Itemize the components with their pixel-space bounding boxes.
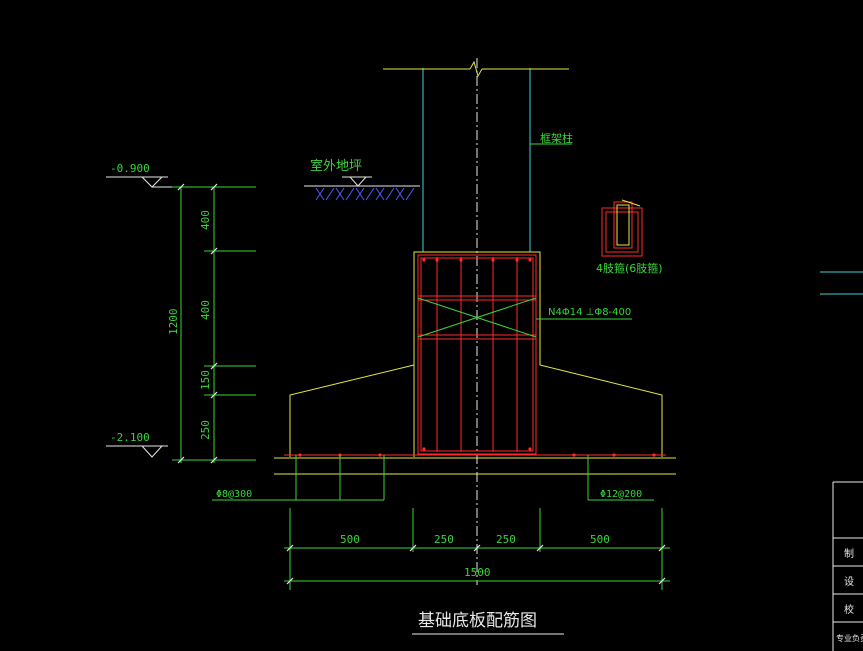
ground-label: 室外地坪	[310, 158, 362, 174]
slab-right-callout	[587, 455, 654, 501]
vdim-4: 250	[199, 420, 212, 440]
slab-right-rebar-label: Φ12@200	[600, 489, 642, 500]
vdim-3: 150	[199, 370, 212, 390]
column-rebar	[284, 254, 666, 456]
column-rebar-label: N4Φ14 ⊥Φ8-400	[548, 307, 631, 318]
vdim-total: 1200	[167, 309, 180, 336]
vertical-dimensions	[172, 186, 256, 463]
hdim-3: 250	[496, 533, 516, 546]
title-block-row-2: 设	[844, 576, 854, 588]
slab-left-callout	[212, 455, 385, 501]
drawing-title: 基础底板配筋图	[418, 611, 537, 631]
level-bottom-label: -2.100	[110, 431, 150, 444]
title-block-row-3: 校	[844, 603, 854, 616]
level-bottom-mark	[106, 445, 168, 458]
level-top-label: -0.900	[110, 162, 150, 175]
title-block-row-4: 专业负责	[836, 633, 863, 643]
title-block-row-1: 制	[844, 547, 854, 560]
sheet-edge-lines	[820, 271, 863, 295]
column-label: 框架柱	[540, 131, 573, 145]
vertical-dim-ticks	[177, 183, 218, 464]
title-block	[832, 481, 863, 651]
hdim-total: 1500	[464, 566, 491, 579]
rebar-dots	[298, 258, 656, 457]
hdim-4: 500	[590, 533, 610, 546]
column-outline	[422, 68, 531, 252]
footing-outline	[289, 251, 663, 457]
level-top-mark	[106, 176, 256, 188]
column-break-line	[383, 60, 569, 78]
stirrup-note: 4肢箍(6肢箍)	[596, 261, 663, 275]
stirrup-detail	[601, 199, 643, 257]
hdim-2: 250	[434, 533, 454, 546]
base-slab	[274, 457, 676, 475]
vdim-2: 400	[199, 300, 212, 320]
stirrup-cross	[417, 297, 537, 338]
hdim-1: 500	[340, 533, 360, 546]
slab-left-rebar-label: Φ8@300	[216, 489, 252, 500]
ground-line	[304, 176, 420, 201]
vdim-1: 400	[199, 210, 212, 230]
horizontal-dim-ticks	[286, 544, 666, 585]
